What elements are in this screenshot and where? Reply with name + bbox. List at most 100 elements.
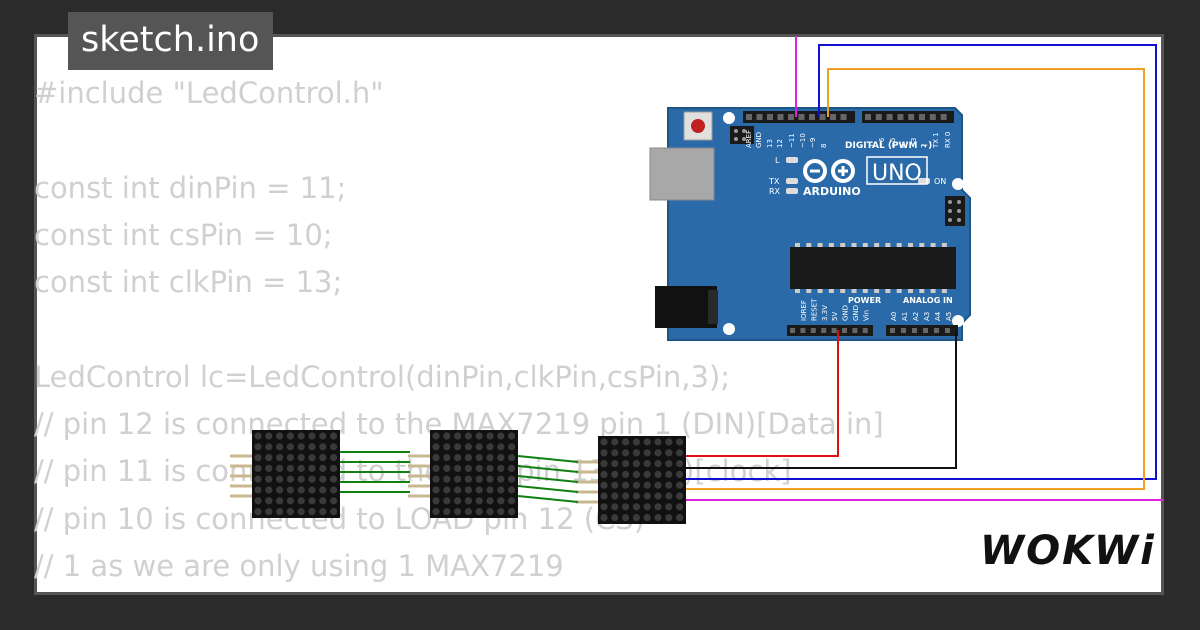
led-dot [475,475,483,483]
led-dot [475,486,483,494]
led-dot [254,432,262,440]
led-dot [676,492,684,500]
led-dot [654,438,662,446]
led-dot [611,514,619,522]
chip-pin [851,289,857,293]
led-dot [265,475,273,483]
led-dot [676,514,684,522]
led-dot [265,443,273,451]
code-line: LedControl lc=LedControl(dinPin,clkPin,c… [34,359,731,394]
bottom-pin-holes [790,328,950,333]
chip-pin [862,289,868,293]
led-dot [330,497,338,505]
led-dot [497,464,505,472]
digital-pin-hole [840,114,847,120]
digital-pin-label: 7 [868,144,876,148]
led-dot [665,470,673,478]
led-dot [319,464,327,472]
digital-pin-label: 8 [820,144,828,148]
led-dot [497,443,505,451]
power-label: POWER [848,296,881,305]
reset-button-cap [691,119,705,133]
chip-pin [862,243,868,247]
power-pin-label: GND [852,305,860,321]
led-dot [475,464,483,472]
power-jack-edge [708,290,718,324]
led-dot [622,492,630,500]
led-dot [611,438,619,446]
led-dot [308,486,316,494]
green-wire [517,465,579,473]
led-dot [486,508,494,516]
led-dot [497,486,505,494]
led-dot [254,508,262,516]
led-dot [497,508,505,516]
analog-pin-hole [890,328,895,333]
led-dot [254,497,262,505]
led-dot [611,449,619,457]
led-dot [632,438,641,446]
chip-pin [908,289,913,293]
led-dot [497,497,505,505]
led-matrices [230,430,686,524]
led-dot [454,475,462,483]
atmega-chip [790,247,956,289]
wires [686,36,1164,501]
led-dot [432,497,440,505]
chip-pin [851,243,857,247]
led-dot [622,460,630,468]
led-dot [286,454,294,462]
file-name-tab[interactable]: sketch.ino [68,12,274,70]
uno-label: UNO [872,161,922,186]
led-dot [286,432,294,440]
led-dot [643,514,651,522]
power-pin-hole [790,328,795,333]
led-dot [643,449,651,457]
mounting-hole [952,315,964,327]
led-dot [432,464,440,472]
led-dot [665,492,673,500]
led-dot [464,464,472,472]
led-dot [508,454,516,462]
chip-pin [885,243,891,247]
analog-pin-hole [912,328,917,333]
mounting-hole [723,112,735,124]
led-dot [475,497,483,505]
led-dot [265,432,273,440]
led-dot [508,464,516,472]
wire-black [686,330,957,469]
led-dot [486,497,494,505]
led-dot [600,481,608,489]
chip-pin [817,243,823,247]
led-dot [600,492,608,500]
analog-label: ANALOG IN [903,296,953,305]
chip-pin [896,289,902,293]
wire-orange [686,68,1145,490]
led-dot [464,432,472,440]
led-dot [643,481,651,489]
led-dot [632,460,641,468]
digital-pin-hole [746,114,752,120]
digital-pin-label: AREF [745,130,753,148]
digital-pin-label: TX 1 [932,132,940,149]
led-dot [632,470,641,478]
led-dot [330,475,338,483]
led-dot [297,443,305,451]
led-dot [464,508,472,516]
analog-pin-label: A2 [912,312,920,321]
led-dot [308,432,316,440]
digital-pin-hole [756,114,763,120]
led-dot [297,508,305,516]
led-dot [475,443,483,451]
led-dot [643,438,651,446]
on-label: ON [934,177,946,186]
led-dot [454,432,462,440]
led-dot [464,497,472,505]
led-dot [643,460,651,468]
analog-pin-label: A0 [890,312,898,321]
code-line: // 1 as we are only using 1 MAX7219 [34,548,564,583]
wire-red [686,330,839,457]
digital-pin-hole [777,114,784,120]
